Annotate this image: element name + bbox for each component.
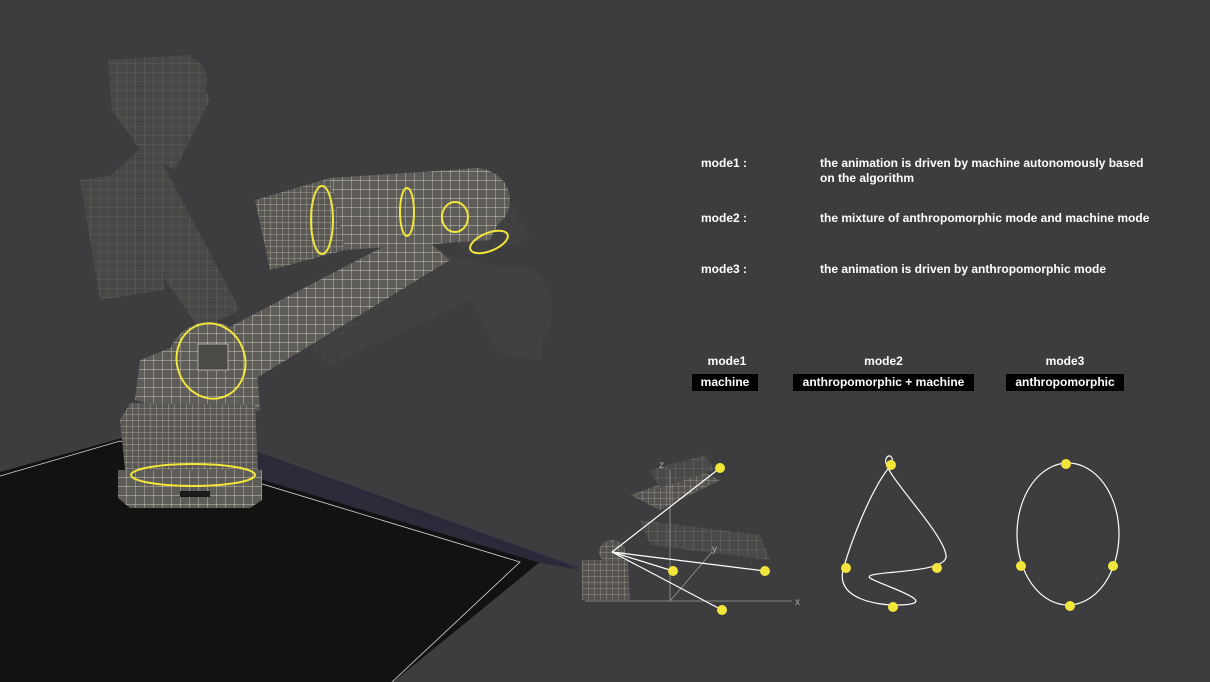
trajectory-point bbox=[668, 566, 678, 576]
trajectory-point bbox=[932, 563, 942, 573]
trajectory-point bbox=[1061, 459, 1071, 469]
mode3-trajectory-diagram bbox=[1016, 459, 1120, 611]
mode1-description-text: the animation is driven by machine auton… bbox=[820, 156, 1144, 185]
joint-ring-shoulder bbox=[175, 322, 247, 400]
mode1-tag: machine bbox=[692, 374, 758, 391]
z-axis-label: z bbox=[659, 460, 664, 471]
mode3-description-text: the animation is driven by anthropomorph… bbox=[820, 262, 1107, 276]
trajectory-point bbox=[1065, 601, 1075, 611]
mode3-description-label: mode3 : bbox=[701, 262, 748, 276]
trajectory-point bbox=[888, 602, 898, 612]
x-axis-label: x bbox=[795, 597, 800, 608]
mode3-tag: anthropomorphic bbox=[1006, 374, 1124, 391]
mode2-title: mode2 bbox=[864, 354, 903, 368]
y-axis-label: y bbox=[712, 544, 717, 555]
joint-highlight-rings bbox=[130, 185, 509, 487]
robot-upper-arm-ghost bbox=[80, 55, 240, 330]
floor-plane bbox=[0, 438, 580, 682]
joint-ring-elbow bbox=[310, 185, 334, 255]
mode2-trajectory-diagram bbox=[841, 455, 947, 612]
trajectory-point bbox=[886, 460, 896, 470]
trajectory-point bbox=[841, 563, 851, 573]
joint-ring-base bbox=[130, 463, 256, 487]
trajectory-point bbox=[715, 463, 725, 473]
mode3-title: mode3 bbox=[1045, 354, 1085, 368]
mode1-description-label: mode1 : bbox=[701, 156, 748, 170]
trajectory-point bbox=[1108, 561, 1118, 571]
joint-ring-flange bbox=[469, 229, 509, 255]
trajectory-point bbox=[1016, 561, 1026, 571]
trajectory-point bbox=[760, 566, 770, 576]
mode1-title: mode1 bbox=[707, 354, 747, 368]
joint-ring-forearm bbox=[399, 187, 415, 237]
joint-ring-wrist bbox=[441, 201, 469, 233]
trajectory-point bbox=[717, 605, 727, 615]
mode2-description-label: mode2 : bbox=[701, 211, 748, 225]
robot-wireframe bbox=[118, 168, 510, 508]
mode2-description-text: the mixture of anthropomorphic mode and … bbox=[820, 211, 1150, 225]
mode1-trajectory-diagram: z x y bbox=[582, 455, 800, 615]
mode2-tag: anthropomorphic + machine bbox=[793, 374, 974, 391]
